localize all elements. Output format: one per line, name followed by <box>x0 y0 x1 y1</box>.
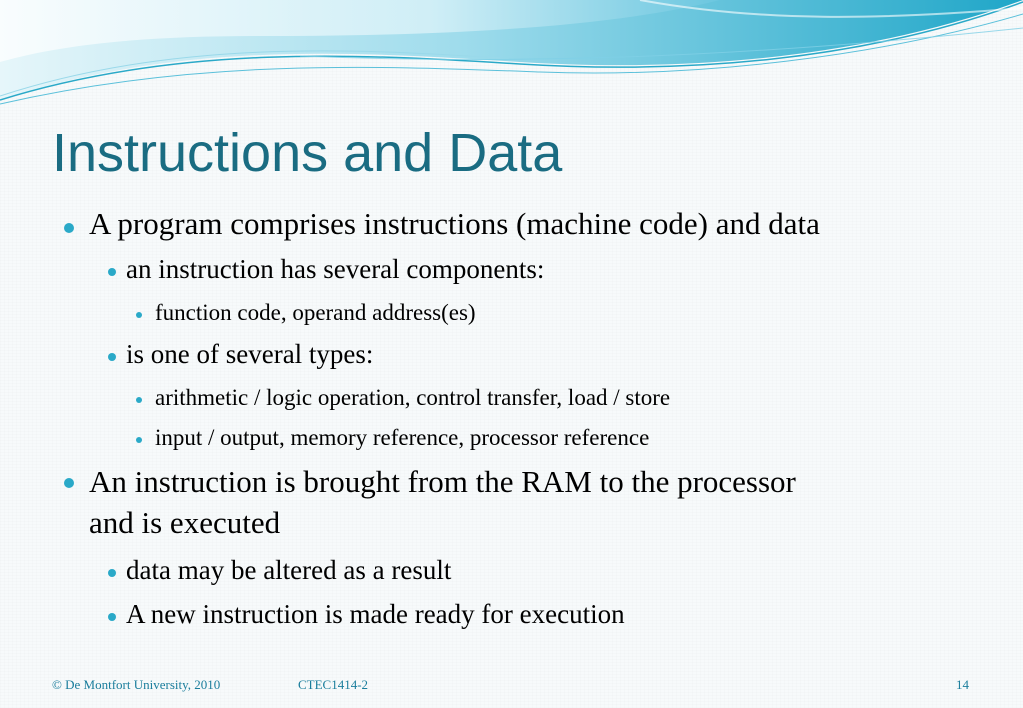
bullet-level2-text: an instruction has several components: <box>126 254 545 284</box>
bullet-level3-icon <box>136 312 142 318</box>
bullet-level3-text: arithmetic / logic operation, control tr… <box>155 385 671 410</box>
footer-copyright: © De Montfort University, 2010 <box>52 677 221 692</box>
bullet-level3-text: function code, operand address(es) <box>155 300 476 325</box>
bullet-level2-icon <box>108 353 116 361</box>
bullet-level2-text: is one of several types: <box>126 339 374 369</box>
bullet-level2-icon <box>108 613 116 621</box>
footer-course-code: CTEC1414-2 <box>298 677 369 692</box>
bullet-level2-icon <box>108 569 116 577</box>
bullet-level1-icon <box>64 478 74 488</box>
bullet-level3-text: input / output, memory reference, proces… <box>155 425 650 450</box>
bullet-level1-text-continuation: and is executed <box>89 505 281 540</box>
bullet-level2-text: A new instruction is made ready for exec… <box>126 599 625 629</box>
bullet-level2-text: data may be altered as a result <box>126 555 452 585</box>
footer-page-number: 14 <box>956 677 969 692</box>
slide-title: Instructions and Data <box>52 123 563 183</box>
bullet-level1-icon <box>64 223 74 233</box>
bullet-level2-icon <box>108 268 116 276</box>
bullet-level3-icon <box>136 397 142 403</box>
bullet-level1-text: An instruction is brought from the RAM t… <box>89 464 796 499</box>
header-wave-decoration <box>0 0 1023 105</box>
bullet-level1-text: A program comprises instructions (machin… <box>89 206 820 241</box>
bullet-level3-icon <box>136 437 142 443</box>
